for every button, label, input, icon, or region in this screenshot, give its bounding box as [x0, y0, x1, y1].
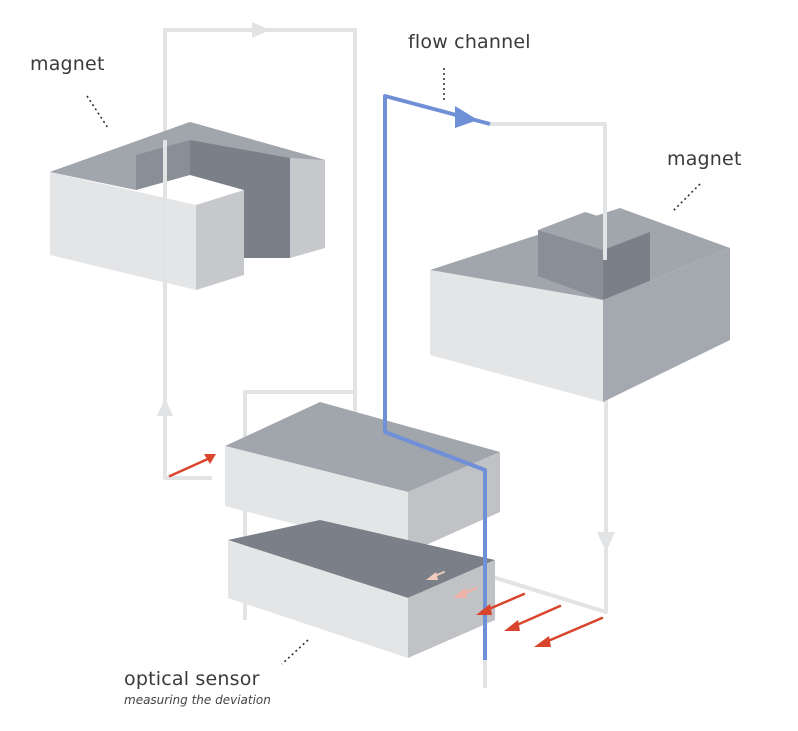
wire-left-down	[163, 280, 212, 480]
magnet-right-raised-side	[603, 232, 650, 300]
optical-sensor-label: optical sensor	[124, 668, 260, 690]
deviation-arrows	[168, 454, 604, 647]
magnet-left-front	[50, 172, 196, 290]
magnet-right-front	[430, 270, 603, 402]
magnet-right-side	[603, 248, 730, 402]
sensor-upper-front	[225, 446, 408, 553]
sensor-upper-side	[408, 452, 500, 553]
leader-optical-sensor	[281, 639, 309, 665]
magnet-left-recess-wall	[190, 140, 290, 258]
magnet-right-raised-front	[538, 230, 603, 300]
leader-magnet-left	[86, 95, 109, 129]
leader-lines	[86, 68, 701, 665]
optical-sensor	[225, 402, 500, 658]
sensor-lower-front	[228, 540, 408, 658]
magnet-left-side	[290, 158, 325, 258]
magnet-left-front-side	[196, 190, 244, 290]
magnet-right	[430, 208, 730, 402]
sensor-upper-top	[225, 402, 500, 492]
flow-channel	[383, 94, 491, 660]
sensor-lower-side	[408, 560, 495, 658]
magnet-left	[50, 122, 325, 290]
magnet-right-label: magnet	[667, 148, 742, 170]
faint-arrow-1	[426, 572, 438, 580]
flow-channel-label: flow channel	[408, 31, 531, 53]
wire-arrow-left-up	[157, 398, 173, 416]
optical-sensor-sublabel: measuring the deviation	[124, 693, 271, 707]
red-arrow-2	[504, 620, 520, 631]
red-arrow-input	[204, 454, 216, 464]
wire-right-loop	[490, 122, 607, 206]
flow-channel-arrow	[455, 106, 478, 128]
faint-arrow-2	[453, 588, 467, 598]
magnet-right-raised-top	[538, 212, 650, 250]
red-arrow-3	[534, 636, 551, 647]
leader-magnet-right	[671, 183, 701, 213]
flow-channel-path	[383, 94, 491, 660]
red-arrow-1	[476, 604, 492, 615]
wire-arrow-top	[252, 22, 270, 38]
wire-arrow-right-down	[597, 532, 615, 552]
magnet-left-label: magnet	[30, 53, 105, 75]
